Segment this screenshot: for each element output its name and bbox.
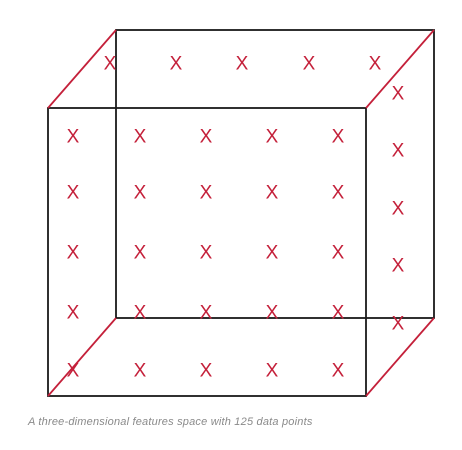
data-point-marker: X [134,243,147,264]
data-point-marker: X [332,303,345,324]
data-point-marker: X [266,183,279,204]
data-point-marker: X [303,54,316,75]
data-point-marker: X [200,361,213,382]
cube-edge-top-right [365,29,435,109]
data-point-marker: X [392,256,405,277]
data-point-marker: X [134,183,147,204]
data-point-marker: X [67,303,80,324]
data-point-marker: X [392,84,405,105]
data-point-marker: X [134,361,147,382]
data-point-marker: X [200,183,213,204]
cube-back-face [115,29,435,319]
data-point-marker: X [392,199,405,220]
data-point-marker: X [67,243,80,264]
data-point-marker: X [266,361,279,382]
data-point-marker: X [170,54,183,75]
data-point-marker: X [369,54,382,75]
data-point-marker: X [266,243,279,264]
data-point-marker: X [236,54,249,75]
data-point-marker: X [332,361,345,382]
data-point-marker: X [134,127,147,148]
data-point-marker: X [104,54,117,75]
cube-edge-top-left [47,29,117,109]
data-point-marker: X [134,303,147,324]
data-point-marker: X [332,127,345,148]
data-point-marker: X [332,183,345,204]
data-point-marker: X [266,127,279,148]
data-point-marker: X [200,243,213,264]
data-point-marker: X [200,127,213,148]
cube-front-face [47,107,367,397]
cube-edge-bottom-left [47,317,117,397]
data-point-marker: X [67,127,80,148]
data-point-marker: X [392,314,405,335]
data-point-marker: X [200,303,213,324]
data-point-marker: X [67,361,80,382]
data-point-marker: X [332,243,345,264]
data-point-marker: X [392,141,405,162]
cube-edge-bottom-right [365,317,435,397]
data-point-marker: X [67,183,80,204]
data-point-marker: X [266,303,279,324]
figure-caption: A three-dimensional features space with … [28,416,313,428]
